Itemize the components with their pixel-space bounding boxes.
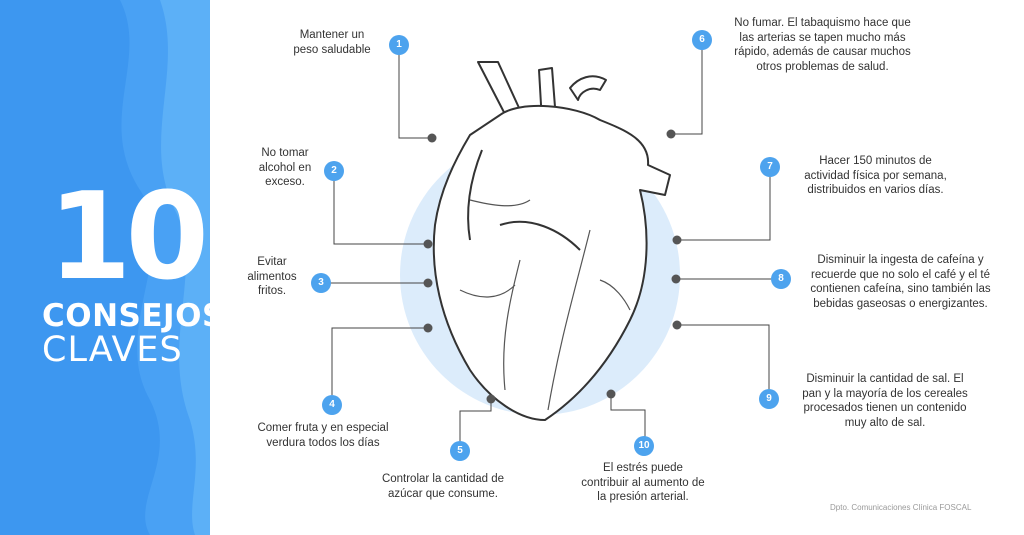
tip-5-text: Controlar la cantidad de azúcar que cons… — [381, 473, 505, 500]
title-line1: CONSEJOS — [42, 298, 210, 334]
title-line2: CLAVES — [42, 330, 183, 370]
tip-2-text: No tomar alcohol en exceso. — [258, 147, 312, 188]
connector-dots — [423, 129, 682, 404]
badge-8: 8 — [771, 269, 791, 289]
heart-detail-lines — [459, 199, 631, 411]
heart-drawing — [432, 61, 671, 421]
badge-7: 7 — [760, 157, 780, 177]
badge-6: 6 — [692, 30, 712, 50]
badge-4: 4 — [322, 395, 342, 415]
connector-lines — [329, 48, 781, 443]
tip-9-text: Disminuir la cantidad de sal. El pan y l… — [802, 373, 968, 429]
badge-1: 1 — [389, 35, 409, 55]
tip-3-text: Evitar alimentos fritos. — [247, 256, 297, 297]
badge-5: 5 — [450, 441, 470, 461]
tip-6-text: No fumar. El tabaquismo hace que las art… — [734, 17, 911, 73]
tip-8-text: Disminuir la ingesta de cafeína y recuer… — [810, 254, 991, 310]
badge-3: 3 — [311, 273, 331, 293]
tip-4-text: Comer fruta y en especial verdura todos … — [257, 422, 389, 449]
title-number: 10 — [48, 168, 209, 307]
badge-10: 10 — [634, 436, 654, 456]
tip-7-text: Hacer 150 minutos de actividad física po… — [804, 155, 947, 196]
credit-text: Dpto. Comunicaciones Clínica FOSCAL — [830, 503, 972, 512]
tip-1-text: Mantener un peso saludable — [293, 29, 371, 56]
title-panel: 10 CONSEJOS CLAVES — [0, 0, 210, 535]
badge-9: 9 — [759, 389, 779, 409]
badge-2: 2 — [324, 161, 344, 181]
wave-background — [0, 0, 210, 535]
tip-10-text: El estrés puede contribuir al aumento de… — [581, 462, 705, 503]
